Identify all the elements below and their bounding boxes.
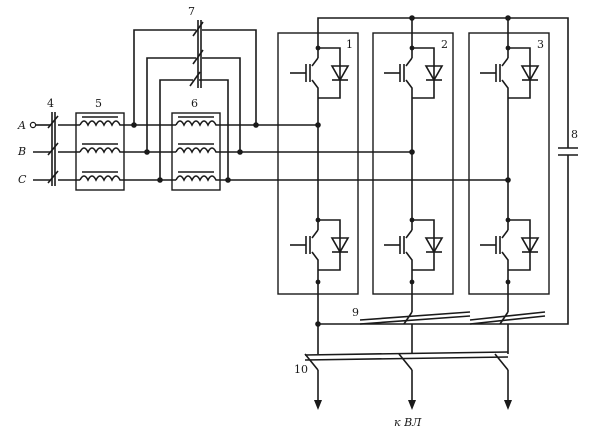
igbt-cell-2-lower xyxy=(384,216,444,282)
input-breaker-4 xyxy=(47,112,80,186)
phase-label-b: B xyxy=(17,145,26,158)
label-4: 4 xyxy=(47,97,54,110)
label-10: 10 xyxy=(294,363,308,376)
igbt-cell-3-upper xyxy=(480,44,540,102)
output-label: к ВЛ xyxy=(394,416,422,429)
igbt-cell-2-upper xyxy=(384,44,444,102)
label-3: 3 xyxy=(537,38,544,51)
bypass-switch-7 xyxy=(133,20,257,180)
label-9: 9 xyxy=(352,306,359,319)
label-6: 6 xyxy=(191,97,198,110)
label-8: 8 xyxy=(571,128,578,141)
label-5: 5 xyxy=(95,97,102,110)
ac-phase-buses xyxy=(220,124,508,181)
terminal-a xyxy=(29,121,37,129)
reactor-block-5 xyxy=(75,112,125,191)
output-arrows xyxy=(314,400,512,410)
input-lines xyxy=(33,124,50,181)
dc-link-capacitor-8 xyxy=(318,147,578,325)
igbt-cell-1-lower xyxy=(290,216,350,282)
igbt-cell-1-upper xyxy=(290,44,350,102)
label-2: 2 xyxy=(441,38,448,51)
reactor-block-6 xyxy=(171,112,221,191)
label-1: 1 xyxy=(346,38,353,51)
igbt-cell-3-lower xyxy=(480,216,540,282)
igbt-module-3 xyxy=(468,32,550,295)
inter-block-wires xyxy=(124,124,176,181)
output-breaker-10 xyxy=(304,324,509,402)
phase-label-c: C xyxy=(18,173,27,186)
dc-bus-positive xyxy=(317,17,569,148)
phase-label-a: A xyxy=(17,119,26,132)
label-7: 7 xyxy=(188,5,195,18)
igbt-module-2 xyxy=(372,32,454,295)
dc-breaker-9 xyxy=(317,282,546,325)
